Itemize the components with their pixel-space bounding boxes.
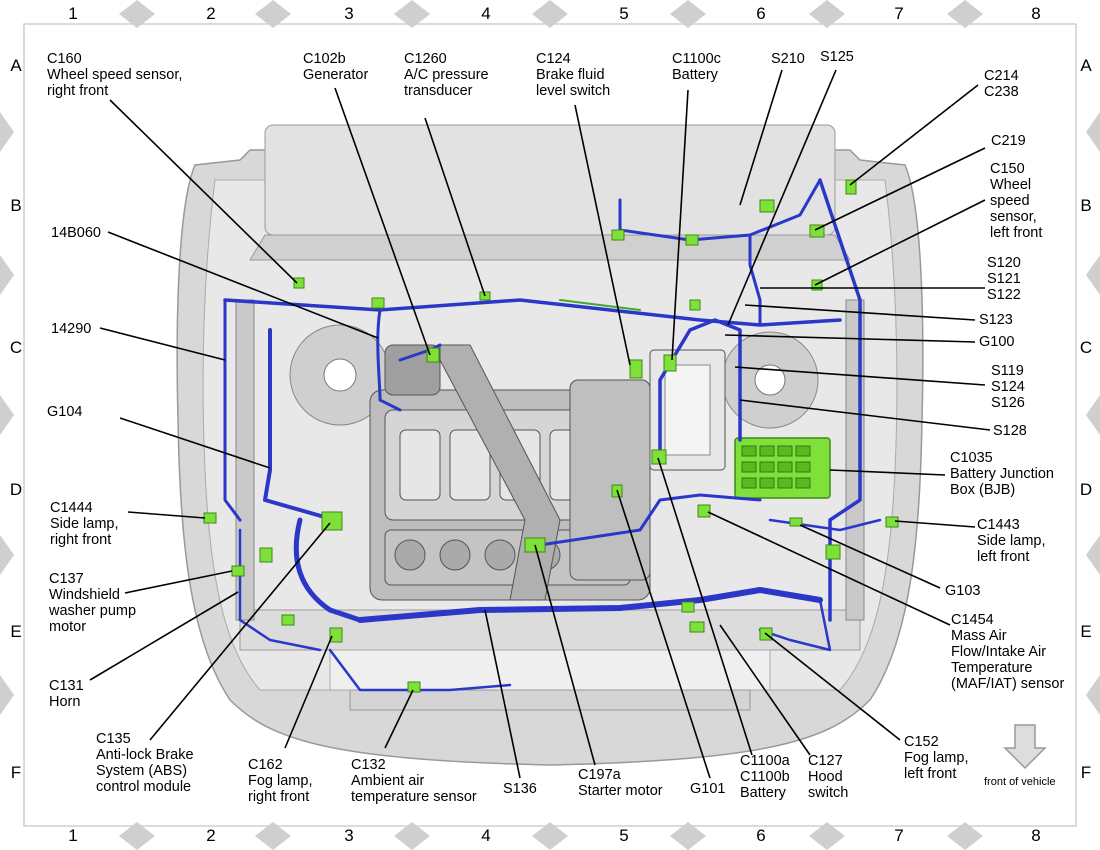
callout-c150: C150 Wheel speed sensor, left front xyxy=(990,161,1043,241)
callout-c127: C127 Hood switch xyxy=(808,753,849,801)
grid-col-top-1: 1 xyxy=(68,4,78,23)
callout-c132: C132 Ambient air temperature sensor xyxy=(351,757,477,805)
grid-row-right-c: C xyxy=(1079,338,1093,357)
grid-row-left-d: D xyxy=(9,480,23,499)
grid-col-top-8: 8 xyxy=(1031,4,1041,23)
callout-c1260: C1260 A/C pressure transducer xyxy=(404,51,489,99)
callout-c219: C219 xyxy=(991,133,1026,149)
callout-g104: G104 xyxy=(47,404,83,420)
callout-c1454: C1454 Mass Air Flow/Intake Air Temperatu… xyxy=(951,612,1065,692)
grid-row-left-e: E xyxy=(10,622,22,641)
callout-14290: 14290 xyxy=(51,321,92,337)
grid-row-right-d: D xyxy=(1079,480,1093,499)
callout-c214: C214 C238 xyxy=(984,68,1019,100)
callout-s120: S120 S121 S122 xyxy=(987,255,1021,303)
callout-s119: S119 S124 S126 xyxy=(991,363,1025,411)
callout-c162: C162 Fog lamp, right front xyxy=(248,757,313,805)
callout-c1035: C1035 Battery Junction Box (BJB) xyxy=(950,450,1054,498)
callout-14b060: 14B060 xyxy=(51,225,101,241)
leader-lines xyxy=(89,69,991,779)
callout-s128: S128 xyxy=(993,423,1027,439)
grid-row-left-b: B xyxy=(10,196,22,215)
grid-row-left-f: F xyxy=(10,763,22,782)
callout-g101: G101 xyxy=(690,781,726,797)
callout-s123: S123 xyxy=(979,312,1013,328)
callout-s136: S136 xyxy=(503,781,537,797)
grid-col-bottom-3: 3 xyxy=(344,826,354,845)
front-arrow-icon xyxy=(1003,724,1047,770)
grid-col-bottom-5: 5 xyxy=(619,826,629,845)
callout-c102b: C102b Generator xyxy=(303,51,369,83)
grid-col-top-3: 3 xyxy=(344,4,354,23)
callout-c1100c: C1100c Battery xyxy=(672,51,721,83)
front-of-vehicle-label: front of vehicle xyxy=(984,776,1056,788)
grid-col-bottom-1: 1 xyxy=(68,826,78,845)
grid-col-top-6: 6 xyxy=(756,4,766,23)
callout-s125: S125 xyxy=(820,49,854,65)
grid-col-top-4: 4 xyxy=(481,4,491,23)
grid-col-top-5: 5 xyxy=(619,4,629,23)
callout-c160: C160 Wheel speed sensor, right front xyxy=(47,51,183,99)
callout-c135: C135 Anti-lock Brake System (ABS) contro… xyxy=(96,731,194,795)
callout-s210: S210 xyxy=(771,51,805,67)
callout-c1444: C1444 Side lamp, right front xyxy=(50,500,119,548)
grid-col-bottom-8: 8 xyxy=(1031,826,1041,845)
callout-g103: G103 xyxy=(945,583,981,599)
callout-c124: C124 Brake fluid level switch xyxy=(536,51,611,99)
grid-row-left-a: A xyxy=(10,56,22,75)
grid-col-bottom-4: 4 xyxy=(481,826,491,845)
grid-row-right-e: E xyxy=(1080,622,1092,641)
callout-c152: C152 Fog lamp, left front xyxy=(904,734,969,782)
callout-c137: C137 Windshield washer pump motor xyxy=(49,571,137,635)
grid-row-right-f: F xyxy=(1080,763,1092,782)
grid-row-left-c: C xyxy=(9,338,23,357)
grid-row-right-a: A xyxy=(1080,56,1092,75)
callout-c197a: C197a Starter motor xyxy=(578,767,663,799)
grid-col-top-2: 2 xyxy=(206,4,216,23)
callout-c1100a: C1100a C1100b Battery xyxy=(740,753,790,801)
grid-col-bottom-2: 2 xyxy=(206,826,216,845)
grid-col-top-7: 7 xyxy=(894,4,904,23)
callout-g100: G100 xyxy=(979,334,1015,350)
grid-col-bottom-7: 7 xyxy=(894,826,904,845)
callout-c1443: C1443 Side lamp, left front xyxy=(977,517,1046,565)
wiring-harness xyxy=(223,178,882,692)
grid-row-right-b: B xyxy=(1080,196,1092,215)
grid-col-bottom-6: 6 xyxy=(756,826,766,845)
callout-c131: C131 Horn xyxy=(49,678,84,710)
battery-junction-box xyxy=(734,437,831,499)
